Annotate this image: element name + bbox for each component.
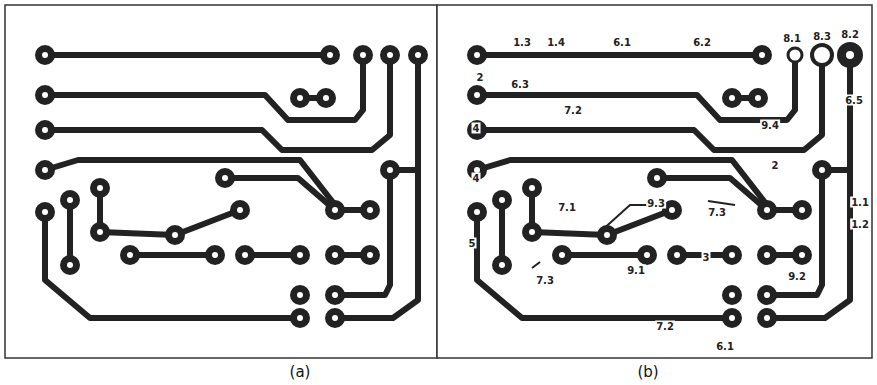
callout-number: 9.2: [787, 271, 807, 282]
callout-number: 1.4: [546, 37, 566, 48]
callout-number: 7.3: [535, 275, 555, 286]
callout-number: 7.2: [563, 105, 583, 116]
callout-number: 9.3: [646, 198, 666, 209]
callout-number: 8.3: [812, 31, 832, 42]
callout-number: 8.1: [782, 33, 802, 44]
callout-number: 7.3: [707, 207, 727, 218]
panel-caption: (b): [637, 364, 658, 380]
callout-number: 9.1: [626, 265, 646, 276]
callout-number: 4: [472, 173, 481, 184]
callout-number: 4: [472, 123, 481, 134]
panel-caption: (a): [290, 364, 311, 380]
callout-number: 1.1: [850, 197, 870, 208]
callout-number: 1.2: [850, 219, 870, 230]
callout-number: 9.4: [760, 120, 780, 131]
callout-number: 6.2: [692, 37, 712, 48]
callout-number: 7.2: [655, 321, 675, 332]
callout-number: 7.1: [557, 202, 577, 213]
callout-number: 6.1: [612, 37, 632, 48]
callout-number: 6.1: [715, 341, 735, 352]
callout-number: 3: [702, 252, 711, 263]
callout-number: 6.3: [510, 79, 530, 90]
callout-number: 6.5: [844, 95, 864, 106]
callout-number: 2: [771, 160, 780, 171]
callout-number: 2: [476, 72, 485, 83]
callout-number: 1.3: [512, 37, 532, 48]
callout-number: 8.2: [840, 29, 860, 40]
callout-number: 5: [468, 238, 477, 249]
